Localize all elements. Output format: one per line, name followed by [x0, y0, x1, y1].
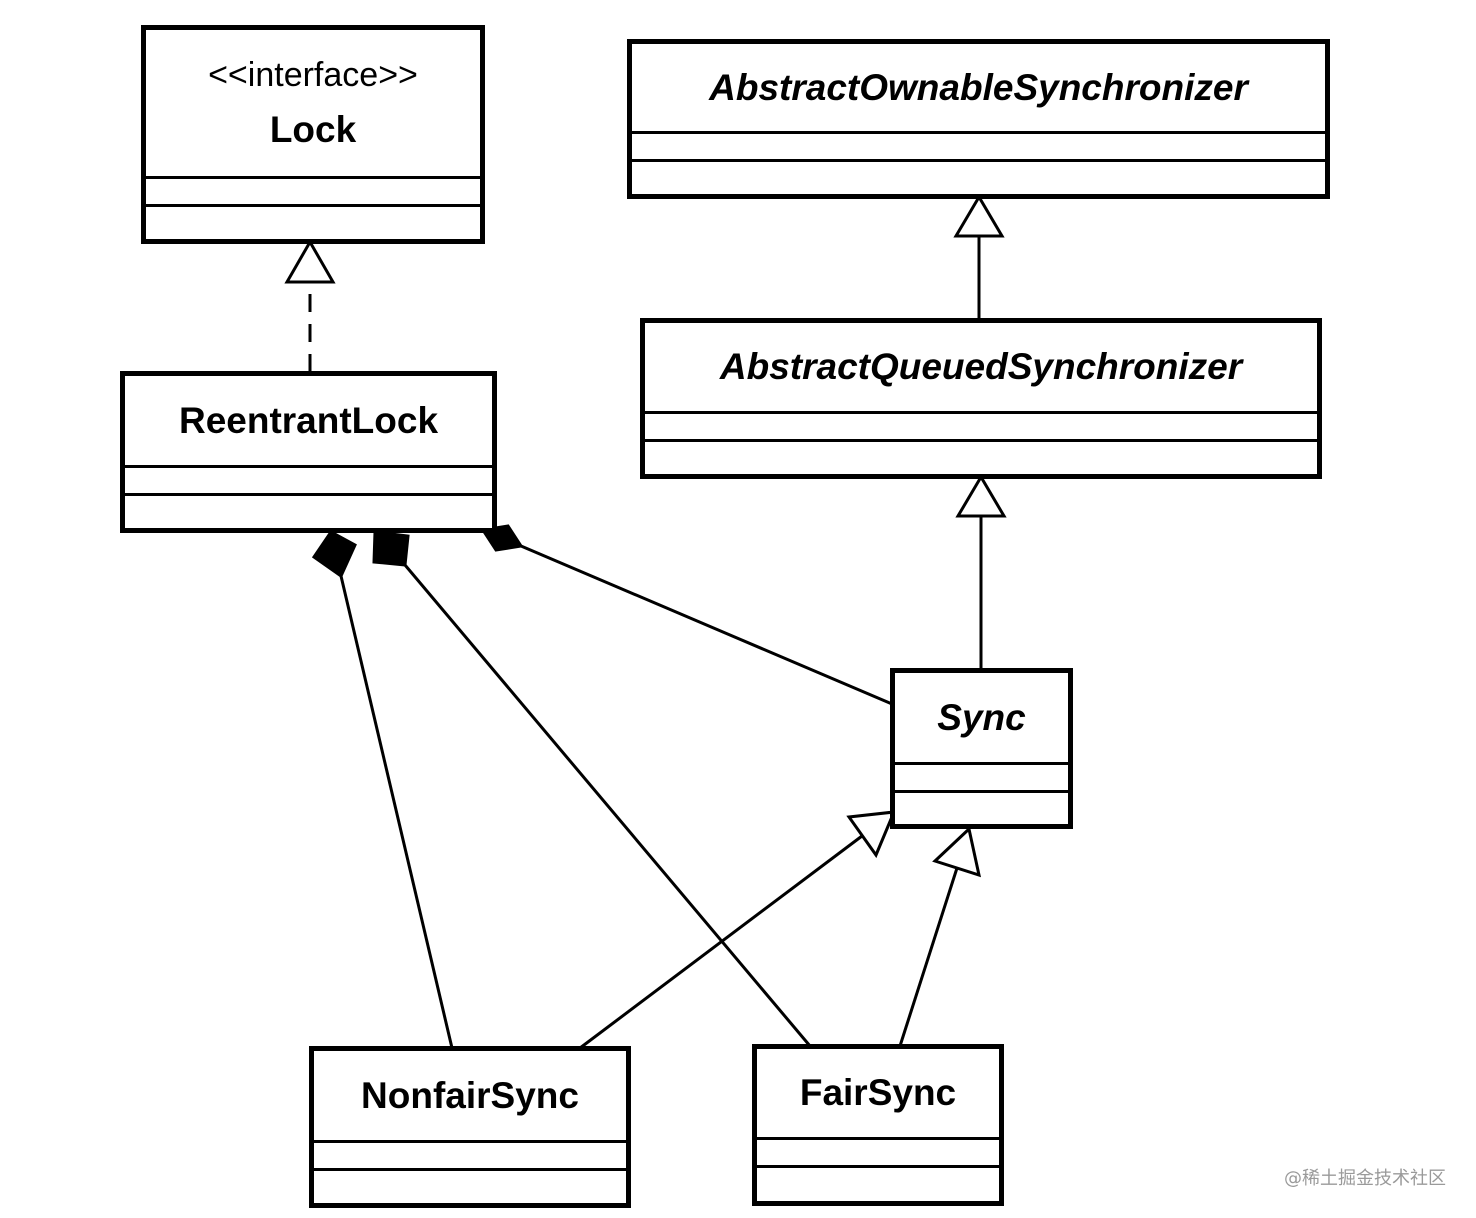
class-lock-stereotype: <<interface>>	[208, 56, 418, 94]
composition-line-reentrantlock-sync	[520, 544, 893, 706]
class-aos-name-compartment: AbstractOwnableSynchronizer	[632, 44, 1325, 134]
generalization-arrowhead-aos	[953, 194, 1005, 238]
class-reentrantlock-name-compartment: ReentrantLock	[125, 376, 492, 468]
generalization-arrowhead-aqs	[955, 474, 1007, 518]
class-aqs-operations	[645, 442, 1317, 474]
class-lock-operations	[146, 207, 480, 239]
class-sync-operations	[895, 793, 1068, 824]
class-fairsync-attributes	[757, 1140, 999, 1168]
class-reentrantlock-attributes	[125, 468, 492, 496]
class-fairsync-name: FairSync	[799, 1072, 957, 1113]
class-fairsync-operations	[757, 1168, 999, 1201]
class-nonfair-sync: NonfairSync	[309, 1046, 631, 1208]
class-aos-attributes	[632, 134, 1325, 162]
class-aqs-attributes	[645, 414, 1317, 442]
composition-diamond-fairsync	[372, 530, 410, 567]
class-aqs-name: AbstractQueuedSynchronizer	[719, 346, 1243, 387]
composition-line-reentrantlock-nonfairsync	[339, 575, 454, 1049]
generalization-arrowhead-sync-from-fair	[932, 826, 982, 878]
class-fairsync-name-compartment: FairSync	[757, 1049, 999, 1140]
class-nonfairsync-operations	[314, 1171, 626, 1203]
class-reentrantlock-operations	[125, 496, 492, 528]
class-abstract-ownable-synchronizer: AbstractOwnableSynchronizer	[627, 39, 1330, 199]
class-nonfairsync-attributes	[314, 1143, 626, 1171]
class-nonfairsync-name-compartment: NonfairSync	[314, 1051, 626, 1143]
class-aos-operations	[632, 162, 1325, 194]
class-lock-attributes	[146, 179, 480, 207]
class-nonfairsync-name: NonfairSync	[361, 1074, 579, 1116]
class-sync-attributes	[895, 765, 1068, 793]
class-lock: <<interface>> Lock	[141, 25, 485, 244]
composition-line-reentrantlock-fairsync	[403, 564, 812, 1047]
class-lock-name-compartment: <<interface>> Lock	[146, 30, 480, 179]
class-sync-name-compartment: Sync	[895, 673, 1068, 765]
class-abstract-queued-synchronizer: AbstractQueuedSynchronizer	[640, 318, 1322, 479]
class-sync: Sync	[890, 668, 1073, 829]
watermark-text: @稀土掘金技术社区	[1284, 1168, 1446, 1189]
class-sync-name: Sync	[937, 696, 1026, 738]
generalization-arrowhead-sync-from-nonfair	[846, 810, 897, 859]
class-aos-name: AbstractOwnableSynchronizer	[709, 66, 1248, 108]
class-reentrantlock-name: ReentrantLock	[178, 399, 439, 441]
class-aqs-name-compartment: AbstractQueuedSynchronizer	[645, 323, 1317, 414]
class-fair-sync: FairSync	[752, 1044, 1004, 1206]
generalization-line-fairsync-sync	[898, 867, 959, 1047]
class-reentrant-lock: ReentrantLock	[120, 371, 497, 533]
realization-arrowhead-lock	[284, 238, 336, 284]
class-lock-name: Lock	[269, 109, 357, 150]
composition-diamond-nonfairsync	[311, 530, 357, 579]
